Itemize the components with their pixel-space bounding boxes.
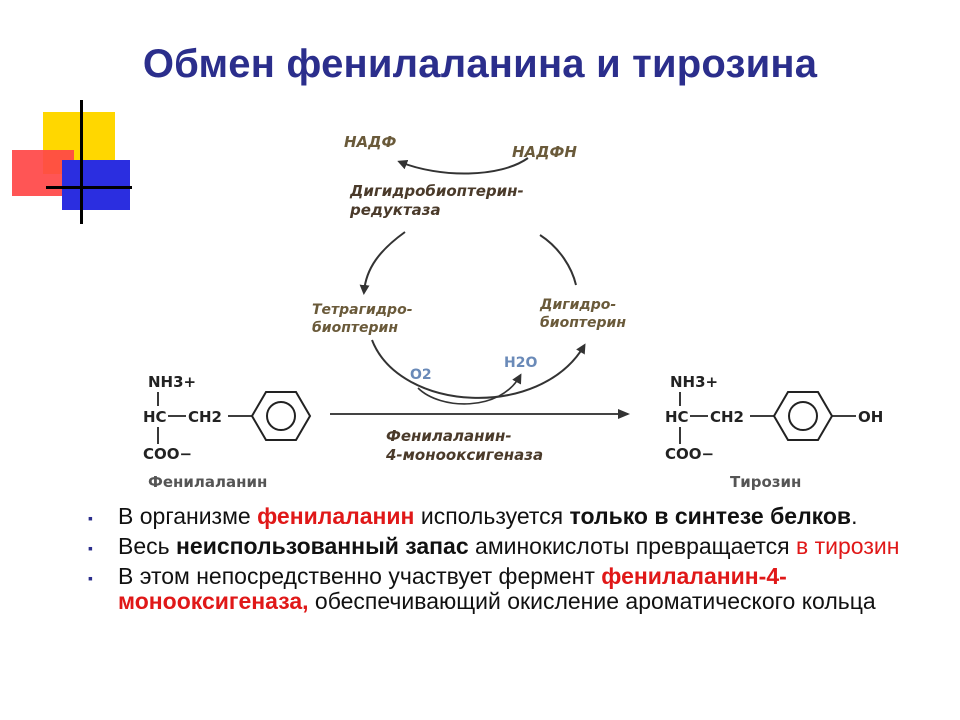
deco-vertical-line (80, 100, 83, 224)
slide-title: Обмен фенилаланина и тирозина (142, 42, 818, 86)
reductase-label-line2: редуктаза (349, 201, 441, 219)
tyr-hc-group: HC (665, 408, 689, 426)
deco-blue-square (62, 160, 130, 210)
h2o-label: H2O (504, 355, 537, 371)
bullet-3-highlight: фенилаланин-4-монооксигеназа, (118, 563, 787, 614)
bullet-item-1: ▪ В организме фенилаланин используется т… (88, 504, 908, 529)
bullet-1-bold: только в синтезе белков (569, 503, 852, 529)
dihydrobiopterin-line2: биоптерин (540, 315, 626, 331)
phe-benzene-ring (250, 391, 312, 441)
bullet-1-end: . (851, 503, 858, 529)
bullet-2-text-2: аминокислоты превращается (468, 533, 797, 559)
phenylalanine-structure: NH3+ HC CH2 COO− Фенилаланин (143, 373, 312, 491)
bullet-1-highlight: фенилаланин (257, 503, 415, 529)
bullet-marker: ▪ (88, 540, 93, 556)
cycle-arc-bottom (371, 339, 586, 399)
tyr-benzene-ring (772, 391, 834, 441)
nadp-label: НАДФ (344, 133, 397, 151)
tyr-nh3-group: NH3+ (670, 373, 718, 391)
enzyme-label-line2: 4-монооксигеназа (385, 446, 543, 464)
phe-ch2-group: CH2 (188, 408, 222, 426)
tetrahydrobiopterin-line1: Тетрагидро- (312, 302, 413, 318)
bullet-1-text-2: используется (414, 503, 570, 529)
bullet-marker: ▪ (88, 570, 93, 586)
phenylalanine-name: Фенилаланин (148, 473, 267, 491)
bullet-list: ▪ В организме фенилаланин используется т… (88, 504, 908, 619)
bullet-2-bold: неиспользованный запас (176, 533, 469, 559)
o2-h2o-arrow (417, 373, 522, 405)
tyr-oh-group: OH (858, 408, 883, 426)
tetrahydrobiopterin-line2: биоптерин (312, 320, 398, 336)
nadph-to-nadp-arrow (397, 157, 529, 175)
bullet-item-2: ▪ Весь неиспользованный запас аминокисло… (88, 534, 908, 559)
tyrosine-structure: NH3+ HC CH2 COO− OH Тирозин (665, 373, 883, 491)
bullet-2-text: Весь (118, 533, 177, 559)
nadph-label: НАДФН (512, 143, 577, 161)
bullet-2-highlight: в тирозин (796, 533, 900, 559)
bullet-3-text-2: обеспечивающий окисление ароматического … (308, 588, 876, 614)
enzyme-label-line1: Фенилаланин- (386, 427, 512, 445)
bullet-1-text: В организме (118, 503, 258, 529)
bullet-3-text: В этом непосредственно участвует фермент (118, 563, 602, 589)
phe-nh3-group: NH3+ (148, 373, 196, 391)
tyr-ch2-group: CH2 (710, 408, 744, 426)
bullet-item-3: ▪ В этом непосредственно участвует ферме… (88, 564, 908, 614)
tyr-coo-group: COO− (665, 445, 714, 463)
cycle-arc-left (359, 231, 406, 295)
dihydrobiopterin-line1: Дигидро- (539, 297, 616, 313)
reductase-label-line1: Дигидробиоптерин- (349, 182, 524, 200)
phe-hc-group: HC (143, 408, 167, 426)
cycle-arc-right (539, 234, 577, 286)
o2-label: O2 (410, 367, 432, 383)
tyrosine-name: Тирозин (730, 473, 801, 491)
phe-coo-group: COO− (143, 445, 192, 463)
deco-horizontal-line (46, 186, 132, 189)
bullet-marker: ▪ (88, 510, 93, 526)
